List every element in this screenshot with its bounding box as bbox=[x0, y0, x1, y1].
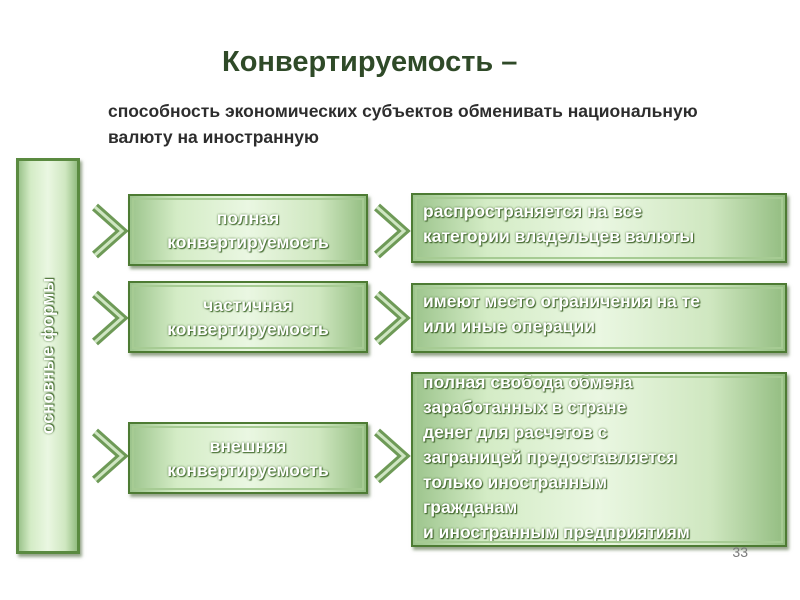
definition-text: способность экономических субъектов обме… bbox=[108, 101, 698, 147]
description-line: заработанных в стране bbox=[423, 397, 627, 417]
description-line: имеют место ограничения на те bbox=[423, 291, 700, 311]
chevron-right-icon bbox=[374, 428, 411, 484]
side-label: основные формы bbox=[37, 277, 58, 435]
description-line: денег для расчетов с bbox=[423, 422, 608, 442]
side-bar: основные формы bbox=[16, 158, 80, 554]
form-box-partial: частичная конвертируемость bbox=[128, 281, 368, 353]
description-line: и иностранным предприятиям bbox=[423, 522, 690, 542]
form-label-line: конвертируемость bbox=[167, 232, 329, 252]
form-label-line: частичная bbox=[203, 295, 293, 315]
description-line: только иностранным bbox=[423, 472, 608, 492]
chevron-right-icon bbox=[92, 290, 129, 346]
slide-title: Конвертируемость – bbox=[222, 46, 518, 78]
description-line: распространяется на все bbox=[423, 201, 642, 221]
form-label-line: внешняя bbox=[209, 436, 287, 456]
form-label-line: конвертируемость bbox=[167, 460, 329, 480]
form-box-external: внешняя конвертируемость bbox=[128, 422, 368, 494]
chevron-right-icon bbox=[374, 290, 411, 346]
description-box-external: полная свобода обмена заработанных в стр… bbox=[411, 372, 787, 547]
chevron-right-icon bbox=[374, 203, 411, 259]
form-box-full: полная конвертируемость bbox=[128, 194, 368, 266]
description-line: или иные операции bbox=[423, 316, 596, 336]
chevron-right-icon bbox=[92, 203, 129, 259]
description-line: полная свобода обмена bbox=[423, 372, 633, 392]
description-line: заграницей предоставляется bbox=[423, 447, 677, 467]
form-label-line: полная bbox=[216, 208, 280, 228]
description-box-full: распространяется на все категории владел… bbox=[411, 193, 787, 263]
description-box-partial: имеют место ограничения на те или иные о… bbox=[411, 283, 787, 353]
chevron-right-icon bbox=[92, 428, 129, 484]
form-label-line: конвертируемость bbox=[167, 319, 329, 339]
description-line: категории владельцев валюты bbox=[423, 226, 695, 246]
description-line: гражданам bbox=[423, 497, 518, 517]
page-number: 33 bbox=[732, 544, 748, 560]
